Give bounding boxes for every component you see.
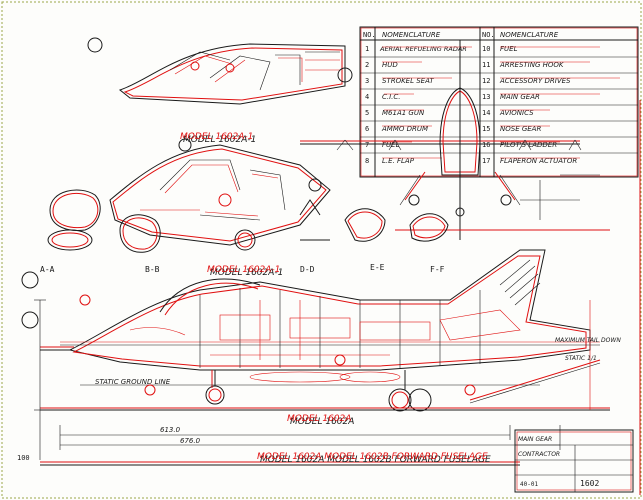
- label-model-side: MODEL 1602A: [290, 417, 354, 427]
- table-row-no: 10: [482, 45, 490, 53]
- label-model-top-overlay: MODEL 1602A-1: [180, 132, 253, 142]
- top-cockpit-view: [118, 43, 346, 105]
- table-row-name: NOSE GEAR: [500, 125, 541, 133]
- label-model-mid-overlay: MODEL 1602A-1: [207, 265, 280, 275]
- table-row-no: 12: [482, 77, 490, 85]
- table-row-name: AVIONICS: [499, 109, 534, 117]
- label-section-ee: E-E: [370, 263, 385, 272]
- title-strip: [40, 461, 520, 466]
- table-row-no: 7: [365, 141, 369, 149]
- table-row-no: 3: [365, 77, 369, 85]
- label-section-bb: B-B: [145, 265, 160, 274]
- callout-balloons: [21, 37, 476, 396]
- table-header-no-left: NO.: [363, 31, 376, 39]
- label-bottom-title: MODEL 1602A MODEL 1602B FORWARD FUSELAGE: [260, 455, 491, 465]
- table-row-no: 8: [365, 157, 369, 165]
- table-row-no: 14: [482, 109, 490, 117]
- table-row-name: ACCESSORY DRIVES: [499, 77, 571, 85]
- mid-side-view: [109, 144, 331, 251]
- table-header-no-right: NO.: [482, 31, 495, 39]
- table-row-name: FUEL: [382, 141, 400, 149]
- table-row-name: STROKEL SEAT: [382, 77, 434, 85]
- table-row-no: 1: [365, 45, 369, 53]
- table-row-no: 17: [482, 157, 490, 165]
- table-row-no: 11: [482, 61, 490, 69]
- label-model-side-overlay: MODEL 1602A: [287, 414, 351, 424]
- table-left-rows: 1 AERIAL REFUELING RADAR 2 HUD 3 STROKEL…: [365, 45, 467, 165]
- table-row-no: 5: [365, 109, 369, 117]
- label-model-top: MODEL 1602A-1: [183, 135, 256, 145]
- nomenclature-table: NO. NOMENCLATURE NO. NOMENCLATURE 1 AERI…: [359, 26, 639, 178]
- label-section-ff: F-F: [430, 265, 445, 274]
- title-block: [514, 429, 634, 493]
- label-left-scale: 100: [17, 454, 30, 462]
- label-model-mid: MODEL 1602A-1: [210, 268, 283, 278]
- table-row-no: 4: [365, 93, 369, 101]
- table-row-name: M61A1 GUN: [382, 109, 425, 117]
- table-row-name: HUD: [382, 61, 398, 69]
- table-row-name: L.E. FLAP: [382, 157, 415, 165]
- table-row-name: ARRESTING HOOK: [499, 61, 565, 69]
- table-row-no: 16: [482, 141, 490, 149]
- dimension-lines: [34, 299, 591, 460]
- main-side-view: [40, 249, 610, 412]
- table-row-no: 6: [365, 125, 369, 133]
- label-bottom-title-overlay: MODEL 1602A MODEL 1602B FORWARD FUSELAGE: [257, 452, 488, 462]
- table-row-no: 13: [482, 93, 490, 101]
- front-view: [300, 40, 610, 240]
- table-row-name: MAIN GEAR: [500, 93, 540, 101]
- table-row-no: 15: [482, 125, 490, 133]
- table-row-name: AMMO DRUM: [381, 125, 428, 133]
- table-row-name: PILOT'S LADDER: [500, 141, 557, 149]
- section-cuts: [47, 189, 449, 253]
- title-block-sheet-no: 1602: [580, 479, 599, 488]
- table-row-name: FLAPERON ACTUATOR: [500, 157, 577, 165]
- label-static-ground: STATIC GROUND LINE: [95, 378, 171, 386]
- label-max-tail: MAXIMUM TAIL DOWN: [555, 337, 621, 344]
- table-row-name: C.I.C.: [382, 93, 401, 101]
- table-header-nomenclature-right: NOMENCLATURE: [500, 31, 559, 39]
- label-dim-bottom-2: 676.0: [180, 437, 201, 445]
- label-section-dd: D-D: [300, 265, 315, 274]
- title-block-dwg-no: 40-01: [520, 481, 538, 488]
- title-block-text-1: MAIN GEAR: [518, 436, 552, 443]
- label-section-aa: A-A: [40, 265, 55, 274]
- table-row-name: AERIAL REFUELING RADAR: [379, 45, 467, 53]
- table-row-name: FUEL: [500, 45, 518, 53]
- title-block-text-2: CONTRACTOR: [518, 451, 560, 458]
- table-right-rows: 10 FUEL 11 ARRESTING HOOK 12 ACCESSORY D…: [482, 45, 577, 165]
- table-row-no: 2: [365, 61, 369, 69]
- label-dim-bottom-1: 613.0: [160, 426, 181, 434]
- table-header-nomenclature-left: NOMENCLATURE: [382, 31, 441, 39]
- label-static-right: STATIC 1/1: [565, 355, 597, 362]
